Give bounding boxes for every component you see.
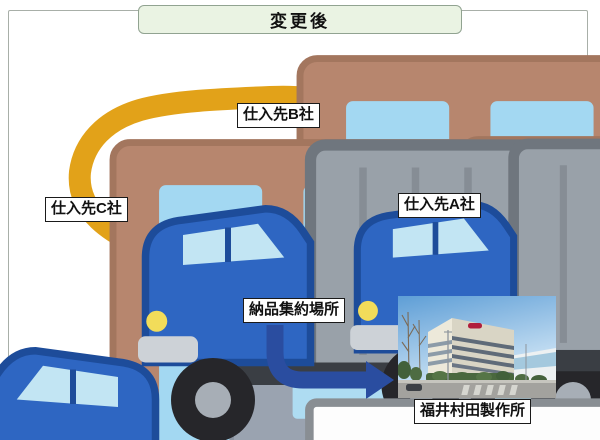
photo-car	[406, 384, 422, 391]
photo-side-building	[510, 348, 556, 382]
label-supplier-b: 仕入先B社	[237, 103, 320, 128]
label-supplier-c: 仕入先C社	[45, 197, 128, 222]
photo-factory-building	[428, 318, 514, 380]
label-supplier-a: 仕入先A社	[398, 193, 481, 218]
delivery-arrowhead-icon	[366, 361, 394, 399]
label-factory: 福井村田製作所	[414, 399, 532, 424]
photo-light-poles	[444, 330, 527, 382]
delivery-arrow	[266, 325, 366, 389]
diagram-title: 変更後	[270, 12, 330, 31]
photo-road	[398, 380, 556, 398]
murata-logo	[468, 323, 482, 329]
label-consolidation: 納品集約場所	[243, 298, 346, 323]
title-box: 変更後	[138, 5, 462, 34]
factory-photo	[398, 296, 556, 398]
